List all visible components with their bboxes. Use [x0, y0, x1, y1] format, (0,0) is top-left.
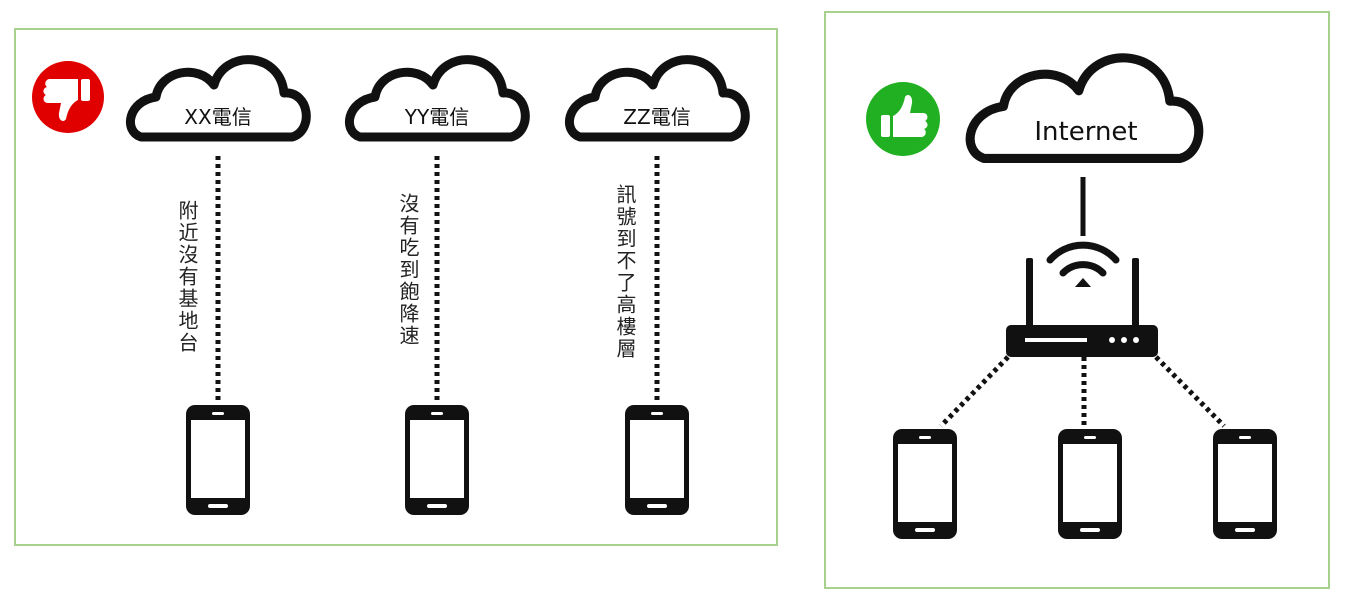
phone-icon [186, 405, 250, 515]
internet-label: Internet [1034, 117, 1137, 147]
wifi-router-icon [1006, 241, 1158, 357]
cloud-xx: XX電信 [130, 60, 306, 137]
dotted-link-left [939, 355, 1010, 428]
phone-icon [1213, 429, 1277, 539]
thumbs-up-icon [866, 82, 940, 156]
dotted-link-right [1154, 355, 1226, 428]
cloud-label-xx: XX電信 [184, 105, 251, 129]
cloud-label-zz: ZZ電信 [623, 105, 690, 129]
reason-zz: 訊號到不了高樓層 [613, 184, 637, 360]
cloud-yy: YY電信 [349, 60, 525, 137]
phone-icon [625, 405, 689, 515]
reason-xx: 附近沒有基地台 [175, 200, 199, 354]
phone-icon [405, 405, 469, 515]
phone-icon [1058, 429, 1122, 539]
reason-yy: 沒有吃到飽降速 [396, 193, 420, 347]
phone-icon [893, 429, 957, 539]
bad-options-panel [14, 28, 778, 546]
good-option-panel [824, 11, 1330, 589]
cloud-label-yy: YY電信 [404, 105, 469, 129]
cloud-zz: ZZ電信 [569, 60, 745, 137]
thumbs-down-icon [32, 61, 104, 133]
